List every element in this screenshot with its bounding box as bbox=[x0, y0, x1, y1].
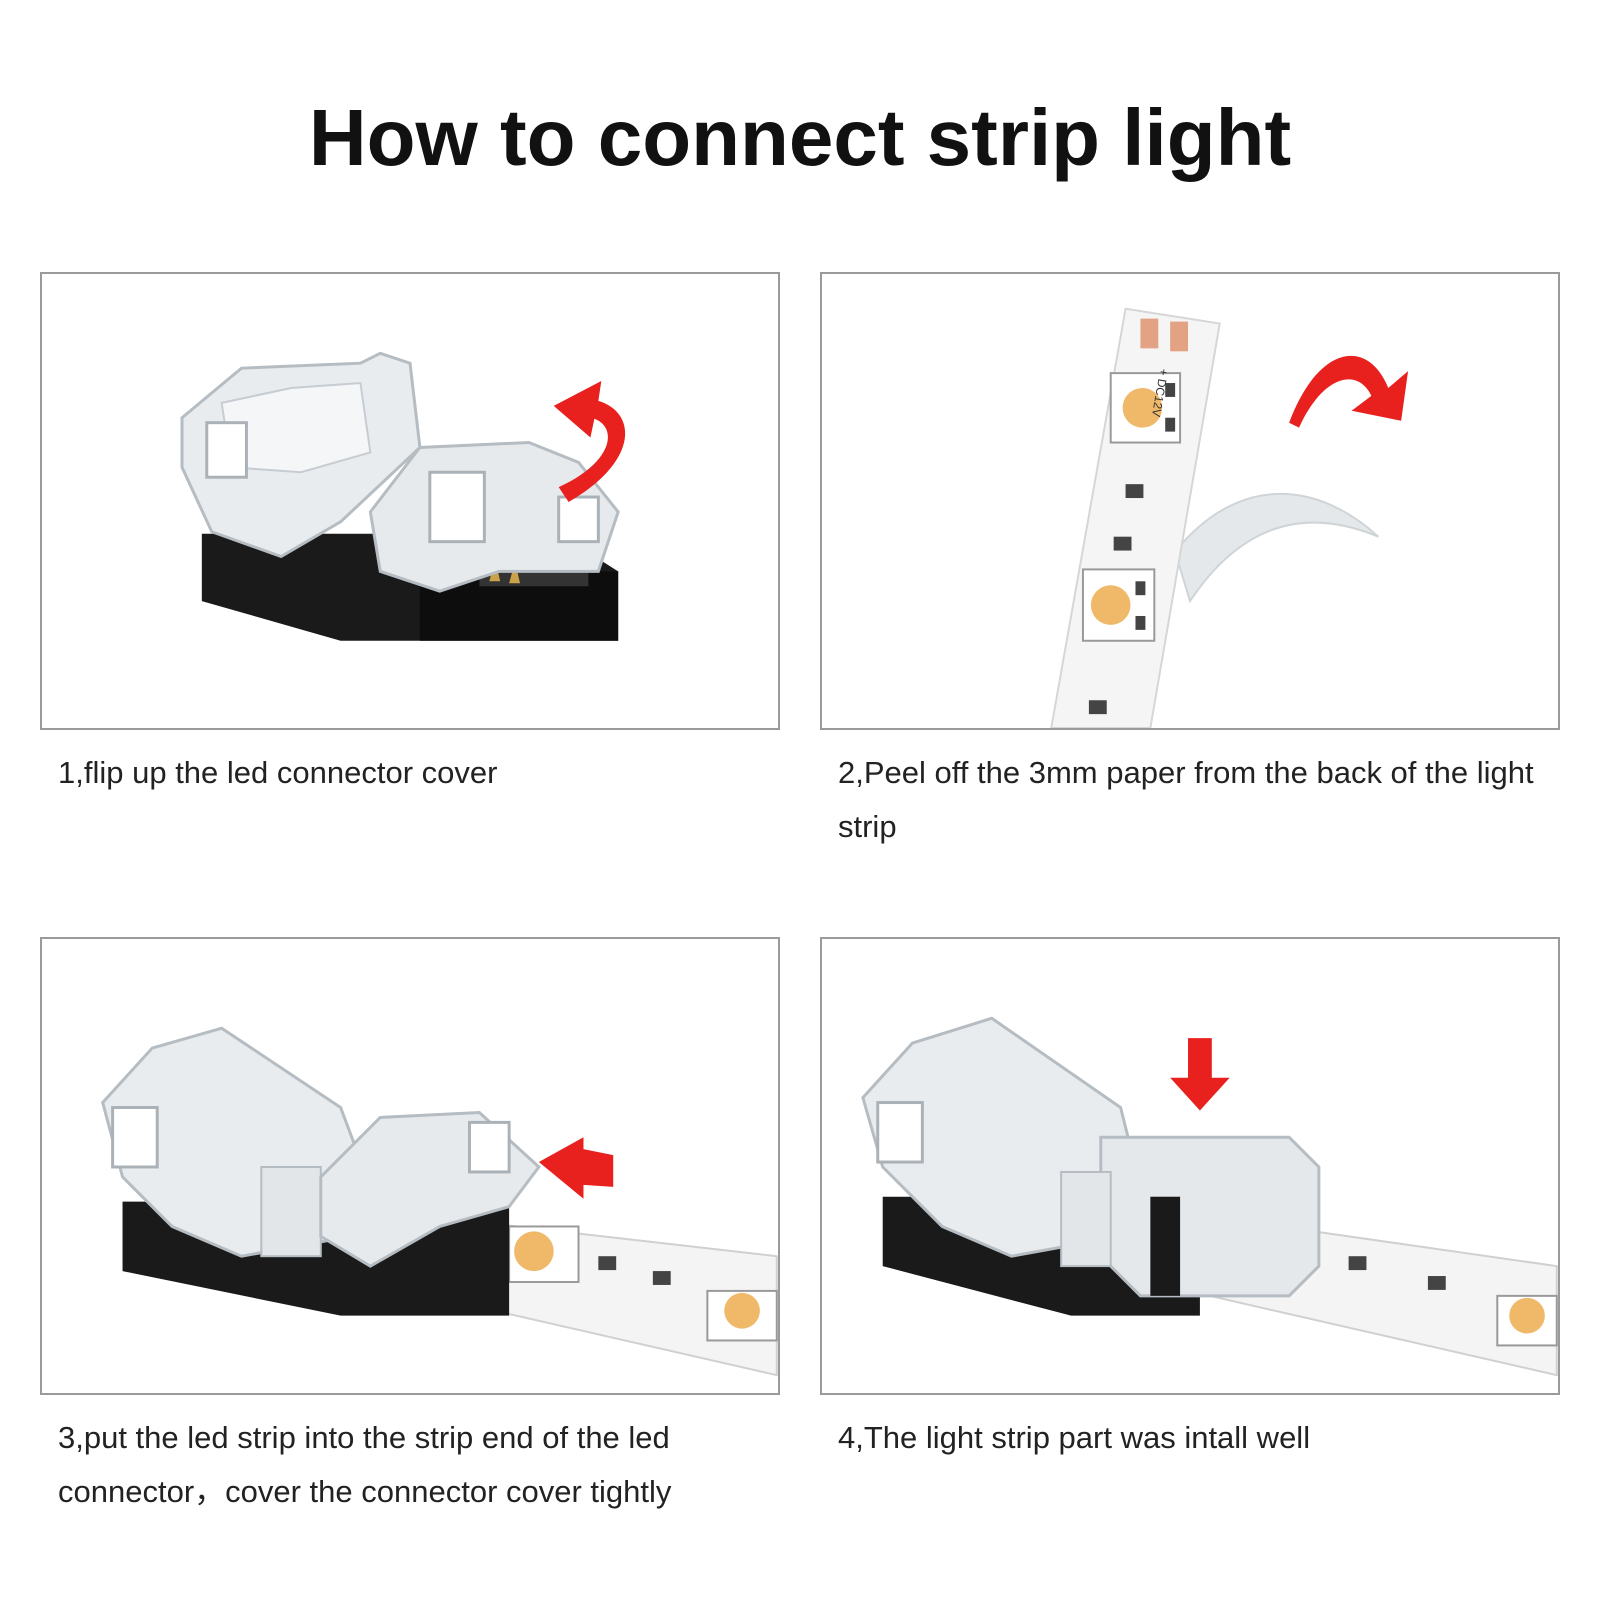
led-strip-illustration: + DC12V bbox=[1050, 307, 1221, 728]
curved-arrow-right-icon bbox=[1289, 355, 1409, 428]
step-3-image bbox=[40, 937, 780, 1395]
peeling-paper bbox=[1174, 493, 1380, 604]
step-4-caption: 4,The light strip part was intall well bbox=[838, 1420, 1311, 1455]
step-1-image bbox=[40, 272, 780, 730]
step-4-image bbox=[820, 937, 1560, 1395]
connector-illustration bbox=[861, 1016, 1321, 1316]
step-1-caption: 1,flip up the led connector cover bbox=[58, 755, 498, 790]
arrow-left-icon bbox=[538, 1137, 614, 1199]
arrow-down-icon bbox=[1170, 1038, 1230, 1111]
led-strip-illustration bbox=[428, 1215, 778, 1377]
step-2-caption: 2,Peel off the 3mm paper from the back o… bbox=[838, 755, 1534, 844]
connector-illustration bbox=[180, 351, 620, 641]
step-3-caption: 3,put the led strip into the strip end o… bbox=[58, 1420, 672, 1509]
connector-illustration bbox=[101, 1026, 541, 1316]
step-2-image: + DC12V bbox=[820, 272, 1560, 730]
curved-arrow-up-icon bbox=[553, 381, 626, 502]
page-title: How to connect strip light bbox=[308, 93, 1292, 182]
